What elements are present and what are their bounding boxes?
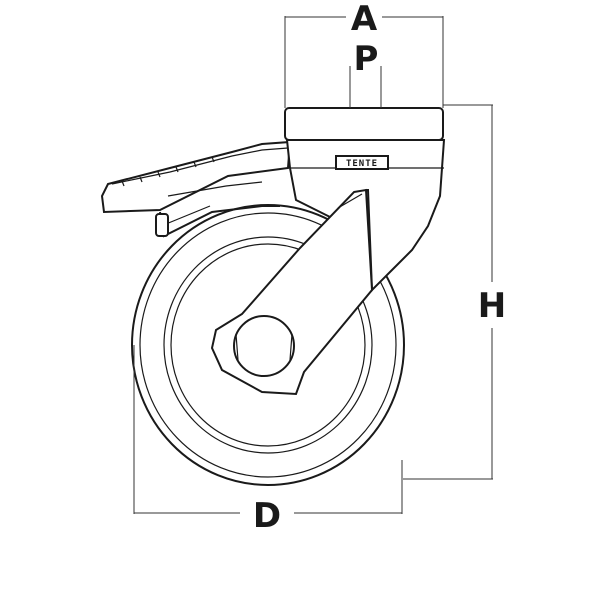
brake-linkage	[159, 205, 280, 238]
brand-plate-text: TENTE	[346, 159, 378, 169]
wheel-rim-outer	[163, 236, 373, 454]
brake-pad	[155, 213, 169, 237]
dim-label-d: D	[253, 496, 281, 536]
dim-label-a: A	[351, 0, 378, 39]
fork-leg	[210, 188, 374, 396]
brake-lever-edge	[111, 147, 289, 185]
dimension-lines	[133, 16, 493, 514]
top-plate-body	[284, 107, 444, 141]
axle-hub	[233, 315, 295, 377]
wheel-tread-line	[139, 212, 397, 478]
dim-label-h: H	[478, 286, 506, 326]
brand-plate	[335, 155, 389, 170]
wheel-rim-inner	[170, 243, 366, 447]
brake-pedal	[100, 140, 292, 238]
swivel-fork: TENTE	[210, 139, 446, 396]
brake-lever	[100, 140, 292, 214]
dim-label-p: P	[354, 39, 379, 79]
top-plate	[284, 107, 444, 141]
